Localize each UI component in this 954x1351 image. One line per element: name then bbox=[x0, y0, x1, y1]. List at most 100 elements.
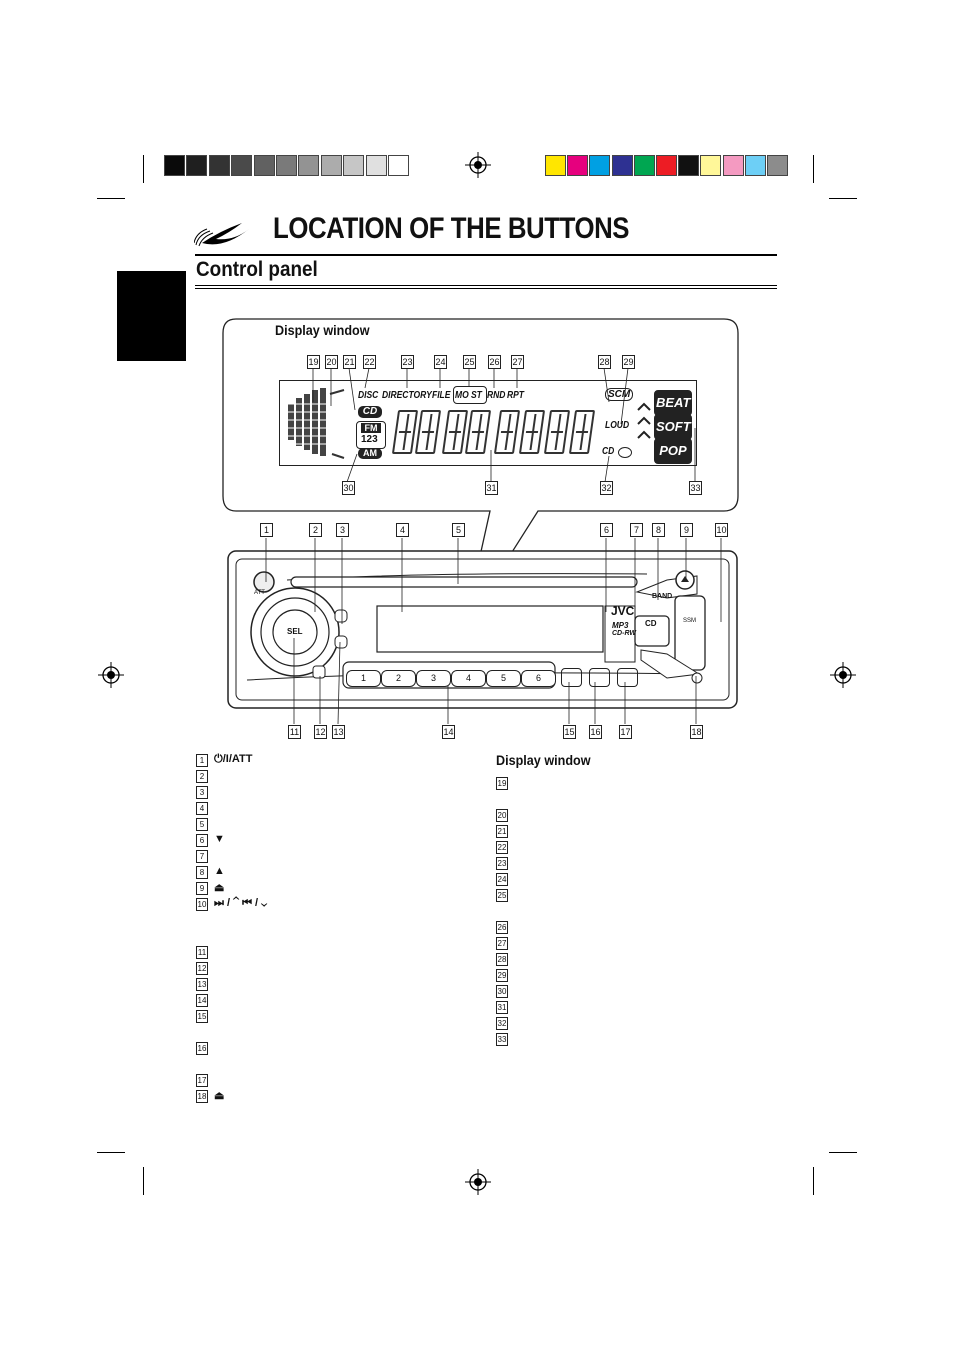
list-number: 18 bbox=[196, 1090, 208, 1103]
title-rule bbox=[195, 254, 777, 256]
list-number: 28 bbox=[496, 953, 508, 966]
color-swatch bbox=[767, 155, 788, 176]
list-number: 26 bbox=[496, 921, 508, 934]
att-label: ATT bbox=[254, 590, 265, 596]
lcd-directory: DIRECTORY bbox=[382, 390, 432, 401]
crop-mark bbox=[97, 1152, 125, 1153]
lcd-scm-badge: SCM bbox=[605, 388, 634, 401]
level-meter-icon bbox=[286, 388, 345, 459]
callout-number: 24 bbox=[434, 355, 447, 369]
swoosh-logo-icon bbox=[194, 223, 249, 247]
list-number: 12 bbox=[196, 962, 208, 975]
jvc-logo: JVC bbox=[611, 604, 635, 618]
callout-number: 25 bbox=[463, 355, 476, 369]
callout-number: 10 bbox=[715, 523, 728, 537]
callout-number: 4 bbox=[396, 523, 409, 537]
callout-number: 21 bbox=[343, 355, 356, 369]
callout-number: 23 bbox=[401, 355, 414, 369]
gray-swatch bbox=[186, 155, 208, 176]
callout-number: 8 bbox=[652, 523, 665, 537]
color-swatch bbox=[700, 155, 722, 176]
function-button bbox=[561, 668, 582, 687]
registration-target bbox=[465, 152, 491, 178]
callout-number: 30 bbox=[342, 481, 355, 495]
function-button bbox=[617, 668, 638, 687]
chevron-up-icon bbox=[637, 402, 651, 439]
gray-swatch bbox=[276, 155, 297, 176]
list-number: 13 bbox=[196, 978, 208, 991]
callout-number: 17 bbox=[619, 725, 632, 739]
list-number: 11 bbox=[196, 946, 208, 959]
function-button bbox=[589, 668, 610, 687]
section-rule bbox=[195, 288, 777, 289]
section-title: Control panel bbox=[196, 258, 318, 281]
lcd-file: FILE bbox=[432, 390, 451, 401]
callout-number: 18 bbox=[690, 725, 703, 739]
callout-number: 20 bbox=[325, 355, 338, 369]
ssm-label: SSM bbox=[683, 618, 697, 624]
lcd-fm-number: 123 bbox=[361, 434, 378, 445]
page-title: LOCATION OF THE BUTTONS bbox=[273, 212, 630, 245]
color-swatch bbox=[633, 155, 655, 176]
list-number: 30 bbox=[496, 985, 508, 998]
list-number: 29 bbox=[496, 969, 508, 982]
lcd-rpt: RPT bbox=[507, 390, 524, 401]
callout-number: 15 bbox=[563, 725, 576, 739]
lcd-am-badge: AM bbox=[358, 448, 382, 459]
callout-number: 19 bbox=[307, 355, 320, 369]
color-swatch bbox=[722, 155, 744, 176]
color-swatch bbox=[678, 155, 700, 176]
disc-icon bbox=[618, 447, 632, 458]
callout-number: 16 bbox=[589, 725, 602, 739]
callout-number: 27 bbox=[511, 355, 524, 369]
crop-mark bbox=[813, 155, 814, 183]
list-number: 6 bbox=[196, 834, 208, 847]
color-swatch bbox=[656, 155, 677, 176]
gray-swatch bbox=[298, 155, 320, 176]
list-number: 20 bbox=[496, 809, 508, 822]
list-number: 8 bbox=[196, 866, 208, 879]
list-number: 23 bbox=[496, 857, 508, 870]
list-number: 14 bbox=[196, 994, 208, 1007]
preset-button: 6 bbox=[521, 670, 556, 687]
list-number: 33 bbox=[496, 1033, 508, 1046]
list-number: 22 bbox=[496, 841, 508, 854]
crop-mark bbox=[829, 198, 857, 199]
registration-target bbox=[830, 662, 856, 688]
panel-leader-lines bbox=[265, 538, 722, 725]
display-leader-lines bbox=[312, 367, 696, 483]
sel-label: SEL bbox=[287, 627, 303, 636]
crop-mark bbox=[143, 1167, 144, 1195]
gray-swatch bbox=[365, 155, 387, 176]
band-label: BAND bbox=[652, 593, 673, 600]
crop-mark bbox=[813, 1167, 814, 1195]
callout-number: 11 bbox=[288, 725, 301, 739]
callout-number: 2 bbox=[309, 523, 322, 537]
list-number: 10 bbox=[196, 898, 208, 911]
list-number: 5 bbox=[196, 818, 208, 831]
list-number: 2 bbox=[196, 770, 208, 783]
preset-button: 5 bbox=[486, 670, 521, 687]
lcd-rnd: RND bbox=[487, 390, 506, 401]
callout-number: 3 bbox=[336, 523, 349, 537]
color-swatch bbox=[611, 155, 633, 176]
preset-button: 3 bbox=[416, 670, 451, 687]
lcd-soft: SOFT bbox=[654, 414, 692, 440]
preset-button: 2 bbox=[381, 670, 416, 687]
list-number: 7 bbox=[196, 850, 208, 863]
list-symbol: ⏭ / ⌃ ⏮ / ⌄ bbox=[214, 897, 268, 909]
list-number: 24 bbox=[496, 873, 508, 886]
crop-mark bbox=[829, 1152, 857, 1153]
color-swatch bbox=[744, 155, 766, 176]
callout-number: 22 bbox=[363, 355, 376, 369]
lcd-mo-st-box bbox=[453, 386, 487, 404]
preset-button: 1 bbox=[346, 670, 381, 687]
list-symbol: ⏻/I/ATT bbox=[214, 753, 253, 765]
callout-number: 9 bbox=[680, 523, 693, 537]
lcd-cd-badge: CD bbox=[358, 406, 382, 418]
color-swatch bbox=[567, 155, 589, 176]
callout-number: 28 bbox=[598, 355, 611, 369]
gray-swatch bbox=[343, 155, 365, 176]
callout-number: 6 bbox=[600, 523, 613, 537]
preset-button: 4 bbox=[451, 670, 486, 687]
